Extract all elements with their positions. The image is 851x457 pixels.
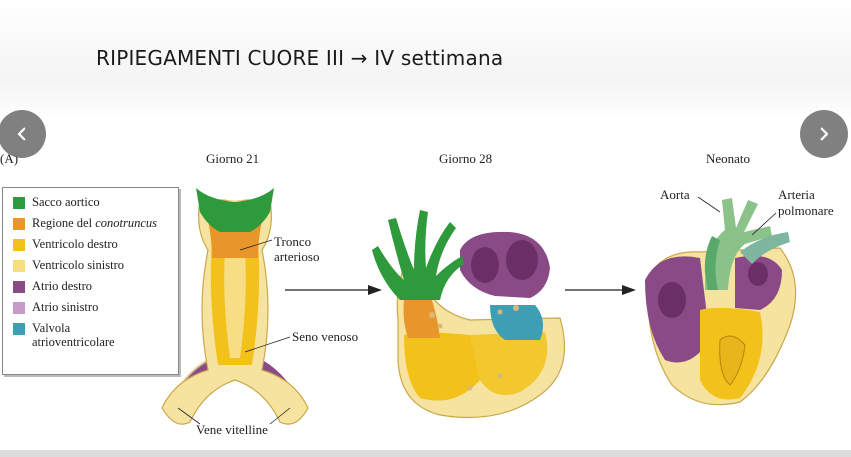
color-legend: Sacco aortico Regione del conotruncus Ve… [2, 187, 179, 375]
legend-item: Atrio sinistro [13, 300, 178, 314]
legend-item: Sacco aortico [13, 195, 178, 209]
day28-heart [372, 210, 566, 419]
legend-item: Valvola atrioventricolare [13, 321, 178, 349]
label-arteria: Arteria [778, 187, 815, 202]
next-slide-button[interactable] [800, 110, 848, 158]
newborn-heart [645, 196, 797, 406]
legend-swatch [13, 197, 25, 209]
heart-illustration [161, 186, 797, 425]
legend-swatch [13, 281, 25, 293]
label-polmonare: polmonare [778, 203, 834, 218]
label-vene-vitelline: Vene vitelline [196, 422, 268, 437]
legend-swatch [13, 218, 25, 230]
heart-development-figure: (A) Giorno 21 Giorno 28 Neonato Tronco a… [0, 140, 851, 452]
legend-label: Regione del conotruncus [32, 216, 157, 230]
legend-item: Regione del conotruncus [13, 216, 178, 230]
legend-label: Ventricolo sinistro [32, 258, 125, 272]
previous-slide-button[interactable] [0, 110, 46, 158]
legend-label: Valvola atrioventricolare [32, 321, 115, 349]
legend-label: Atrio destro [32, 279, 93, 293]
legend-swatch [13, 302, 25, 314]
progression-arrows [285, 285, 636, 295]
label-seno-venoso: Seno venoso [292, 329, 359, 344]
slide-title: RIPIEGAMENTI CUORE III → IV settimana [96, 46, 504, 70]
legend-item: Atrio destro [13, 279, 178, 293]
legend-label: Atrio sinistro [32, 300, 99, 314]
day21-pointer-lines [177, 239, 291, 425]
label-aorta: Aorta [660, 187, 690, 202]
legend-label: Ventricolo destro [32, 237, 118, 251]
stage-label-giorno-28: Giorno 28 [439, 151, 493, 166]
stage-label-neonato: Neonato [706, 151, 751, 166]
day21-heart-tube [161, 186, 309, 425]
legend-swatch [13, 260, 25, 272]
label-arterioso: arterioso [274, 249, 320, 264]
chevron-left-icon [17, 127, 26, 141]
bottom-divider [0, 450, 851, 457]
legend-item: Ventricolo destro [13, 237, 178, 251]
label-tronco: Tronco [274, 234, 312, 249]
legend-label: Sacco aortico [32, 195, 100, 209]
chevron-right-icon [820, 127, 829, 141]
stage-label-giorno-21: Giorno 21 [206, 151, 260, 166]
legend-swatch [13, 239, 25, 251]
legend-item: Ventricolo sinistro [13, 258, 178, 272]
legend-swatch [13, 323, 25, 335]
